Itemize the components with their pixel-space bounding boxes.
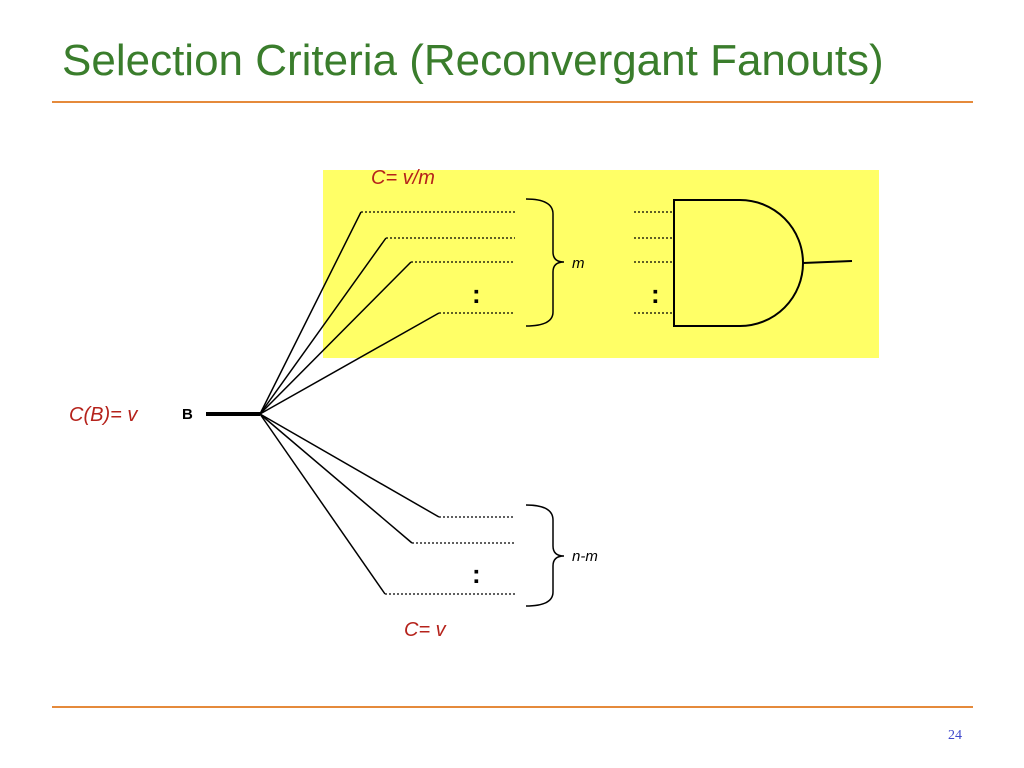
branch-wire xyxy=(259,413,386,595)
upper-fanout-branches xyxy=(259,211,440,415)
branch-wire xyxy=(259,237,387,415)
gate-input-wires xyxy=(634,211,674,314)
slide-title: Selection Criteria (Reconvergant Fanouts… xyxy=(62,36,884,85)
lower-ellipsis: : xyxy=(472,559,481,589)
lower-dotted-wires xyxy=(385,516,515,595)
upper-dotted-wires xyxy=(361,211,515,314)
gate-input-ellipsis: : xyxy=(651,279,660,309)
lower-fanout-branches xyxy=(259,413,440,595)
branch-wire xyxy=(259,312,440,415)
footer-divider xyxy=(52,706,973,708)
highlight-region xyxy=(323,170,879,358)
branch-wire xyxy=(259,211,362,415)
gate-output-wire xyxy=(802,260,853,264)
upper-cost-label: C= v/m xyxy=(371,167,435,189)
page-number: 24 xyxy=(948,728,962,743)
lower-cost-label: C= v xyxy=(404,619,447,641)
branch-wire xyxy=(259,413,413,544)
upper-group-label: m xyxy=(572,255,585,272)
lower-brace xyxy=(525,504,565,607)
node-b-label: B xyxy=(182,406,193,423)
upper-ellipsis: : xyxy=(472,279,481,309)
and-gate-icon xyxy=(673,199,804,327)
title-divider xyxy=(52,101,973,103)
branch-wire xyxy=(259,261,412,415)
upper-brace xyxy=(525,198,565,327)
stem-cost-label: C(B)= v xyxy=(69,404,138,426)
branch-wire xyxy=(259,413,440,518)
lower-group-label: n-m xyxy=(572,548,598,565)
